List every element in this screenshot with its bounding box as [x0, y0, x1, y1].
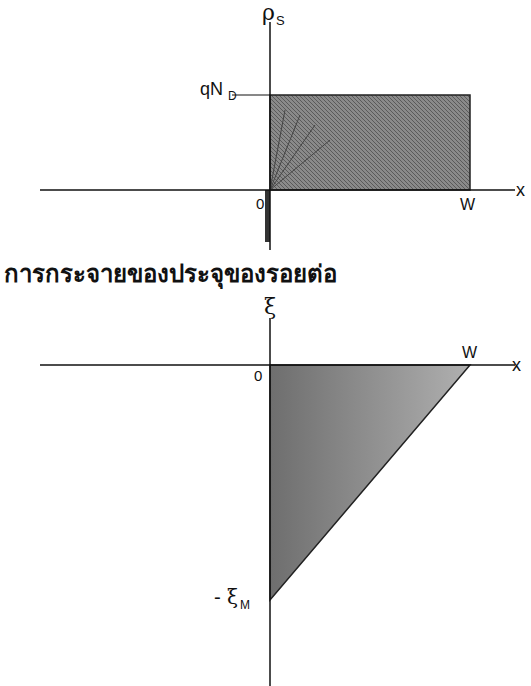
origin-label: 0 — [254, 368, 262, 383]
field-triangle — [270, 365, 470, 600]
x-axis — [40, 364, 515, 366]
axis-label: x — [512, 356, 521, 374]
width-label: W — [460, 197, 475, 213]
axis-subscript: S — [276, 14, 285, 27]
axis-label: ξ — [264, 296, 276, 318]
peak-subscript: M — [240, 599, 250, 611]
charge-block — [270, 95, 470, 190]
origin-rays — [270, 110, 330, 190]
level-tick — [232, 95, 270, 96]
level-label: qN — [200, 80, 223, 98]
caption-text: การกระจายของประจุของรอยต่อ — [4, 262, 337, 286]
rho-axis — [269, 22, 271, 250]
level-subscript: D — [228, 90, 237, 102]
peak-label: - ξ — [214, 587, 238, 607]
xi-axis — [269, 318, 271, 686]
x-axis — [40, 189, 515, 191]
axis-label: ρ — [262, 2, 275, 24]
axis-label: x — [516, 181, 525, 199]
origin-label: 0 — [256, 196, 264, 211]
width-label: W — [462, 345, 477, 361]
